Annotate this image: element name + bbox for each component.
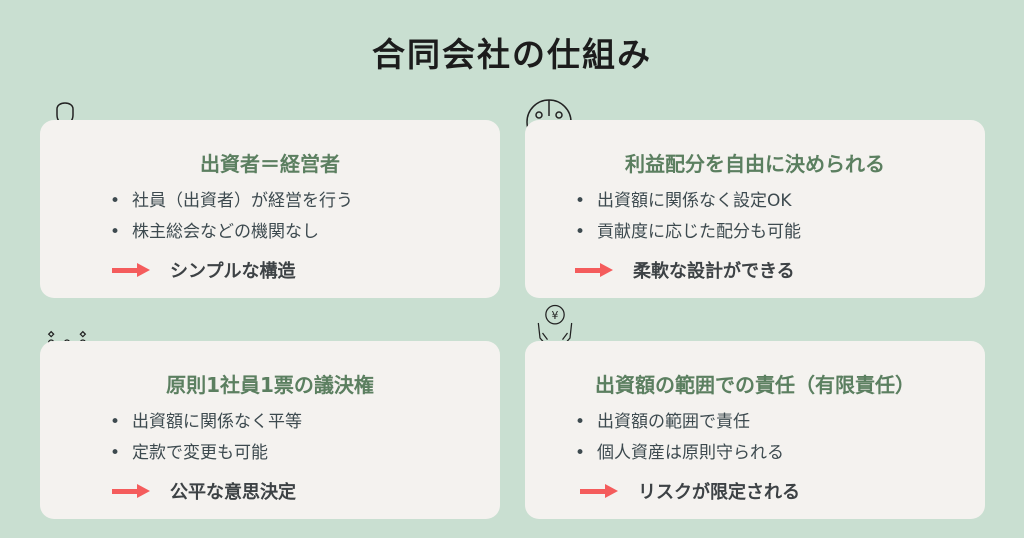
arrow-right-icon xyxy=(112,263,150,277)
result-text: リスクが限定される xyxy=(638,482,800,503)
card-investor-manager: 出資者＝経営者 社員（出資者）が経営を行う株主総会などの機関なし シンプルな構造 xyxy=(40,120,500,298)
bullet: 社員（出資者）が経営を行う xyxy=(110,186,353,217)
arrow-right-icon xyxy=(112,484,150,498)
bullet: 出資額に関係なく設定OK xyxy=(575,186,801,217)
bullet: 出資額に関係なく平等 xyxy=(110,407,302,438)
arrow-right-icon xyxy=(580,484,618,498)
card-title: 原則1社員1票の議決権 xyxy=(166,373,374,397)
arrow-right-icon xyxy=(575,263,613,277)
page-title: 合同会社の仕組み xyxy=(372,35,652,74)
bullet: 出資額の範囲で責任 xyxy=(575,407,784,438)
card-title: 出資額の範囲での責任（有限責任） xyxy=(595,373,915,397)
result-text: 柔軟な設計ができる xyxy=(633,261,795,282)
svg-text:¥: ¥ xyxy=(552,309,559,322)
card-title: 出資者＝経営者 xyxy=(200,152,340,176)
card-limited-liability: 出資額の範囲での責任（有限責任） 出資額の範囲で責任個人資産は原則守られる リス… xyxy=(525,341,985,519)
card-profit-distribution: 利益配分を自由に決められる 出資額に関係なく設定OK貢献度に応じた配分も可能 柔… xyxy=(525,120,985,298)
card-title: 利益配分を自由に決められる xyxy=(625,152,885,176)
result-text: シンプルな構造 xyxy=(170,261,296,282)
bullet: 個人資産は原則守られる xyxy=(575,438,784,469)
bullet: 定款で変更も可能 xyxy=(110,438,302,469)
bullet: 貢献度に応じた配分も可能 xyxy=(575,217,801,248)
bullet: 株主総会などの機関なし xyxy=(110,217,353,248)
result-text: 公平な意思決定 xyxy=(170,482,296,503)
card-voting-rights: 原則1社員1票の議決権 出資額に関係なく平等定款で変更も可能 公平な意思決定 xyxy=(40,341,500,519)
